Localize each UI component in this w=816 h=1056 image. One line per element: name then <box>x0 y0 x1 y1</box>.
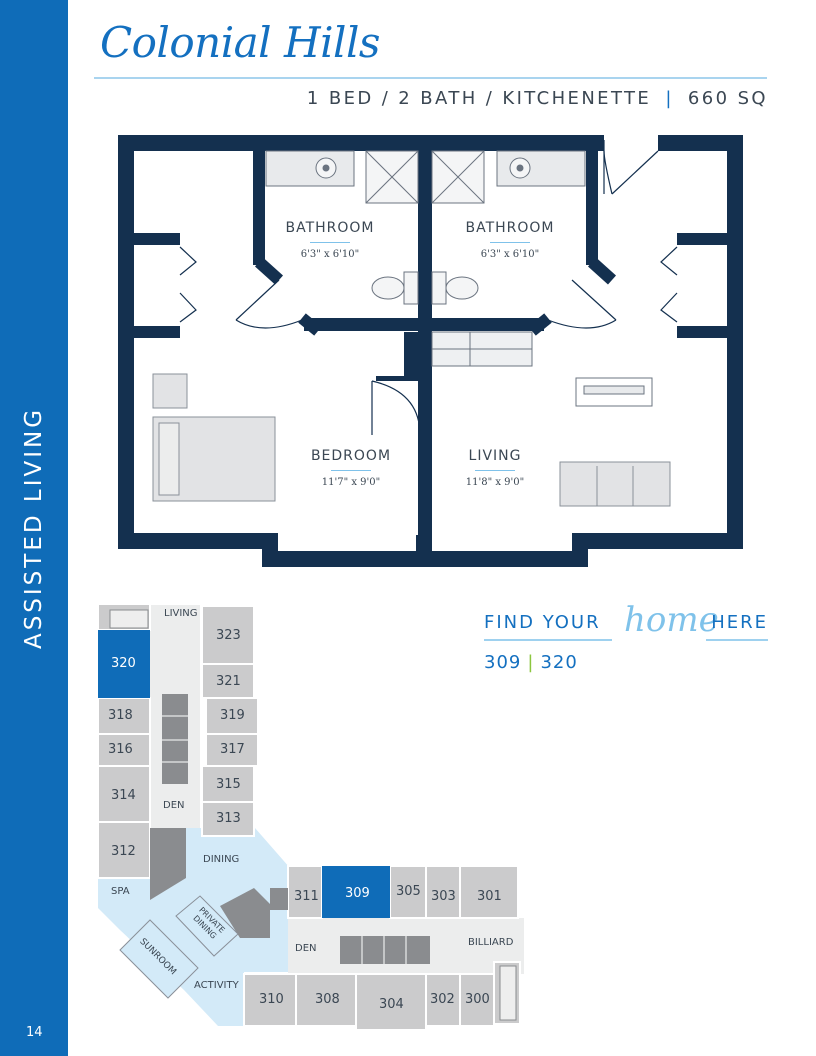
unit-specs: 1 BED / 2 BATH / KITCHENETTE | 660 SQ <box>307 88 768 109</box>
room-name: BEDROOM <box>310 448 392 464</box>
find-text-home: home <box>624 600 719 640</box>
specs-divider: | <box>665 88 674 109</box>
square-footage: 660 SQ <box>687 88 768 109</box>
title-divider <box>94 77 767 79</box>
room-name: BATHROOM <box>465 220 555 236</box>
room-label-bathroom-left: BATHROOM 6'3" x 6'10" <box>270 220 390 260</box>
find-your-home: FIND YOUR home HERE <box>484 600 768 644</box>
room-name: BATHROOM <box>285 220 375 236</box>
find-heading: FIND YOUR home HERE <box>484 600 768 644</box>
room-label-rule <box>310 242 350 243</box>
units-divider: | <box>527 652 535 673</box>
room-label-bedroom: BEDROOM 11'7" x 9'0" <box>296 448 406 488</box>
room-name: LIVING <box>468 448 522 464</box>
specs-text: 1 BED / 2 BATH / KITCHENETTE <box>306 88 652 109</box>
room-label-bathroom-right: BATHROOM 6'3" x 6'10" <box>450 220 570 260</box>
room-label-rule <box>490 242 530 243</box>
unit-link-320[interactable]: 320 <box>540 652 578 673</box>
room-label-living: LIVING 11'8" x 9'0" <box>440 448 550 488</box>
room-label-rule <box>475 470 515 471</box>
page-title: Colonial Hills <box>100 18 380 67</box>
room-dimensions: 11'7" x 9'0" <box>321 477 381 488</box>
room-dimensions: 6'3" x 6'10" <box>480 249 540 260</box>
room-dimensions: 11'8" x 9'0" <box>465 477 525 488</box>
unit-link-309[interactable]: 309 <box>484 652 522 673</box>
page-number: 14 <box>26 1025 43 1040</box>
available-units: 309|320 <box>484 652 578 673</box>
find-text-start: FIND YOUR <box>484 612 601 633</box>
room-label-rule <box>331 470 371 471</box>
sidebar: ASSISTED LIVING 14 <box>0 0 68 1056</box>
find-text-end: HERE <box>711 612 768 633</box>
unit-320-highlight <box>98 630 150 698</box>
room-dimensions: 6'3" x 6'10" <box>300 249 360 260</box>
unit-309-highlight <box>322 866 390 918</box>
